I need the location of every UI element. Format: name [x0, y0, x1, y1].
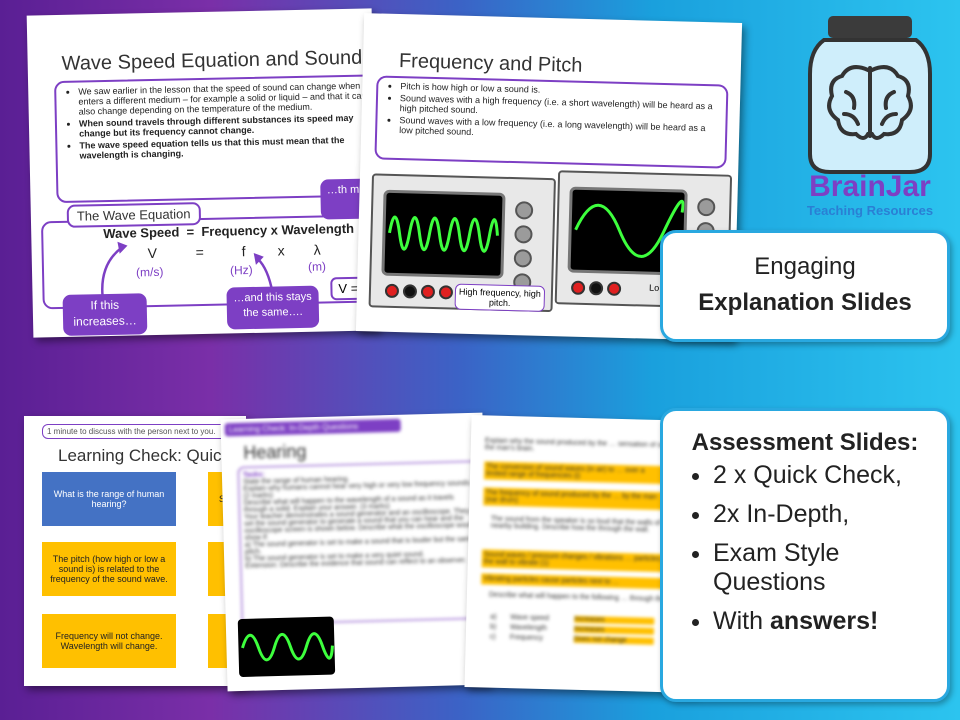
knob	[697, 197, 716, 217]
callout-heading: Assessment Slides:	[691, 429, 919, 456]
brain-jar-icon	[808, 16, 932, 174]
screen	[567, 186, 688, 276]
led-black	[588, 281, 604, 296]
slide-frequency-pitch: Frequency and Pitch Pitch is how high or…	[355, 13, 743, 341]
exam-line: Describe what will happen to the followi…	[488, 591, 684, 604]
knob	[514, 225, 533, 244]
row-quantity: Wave speed	[510, 614, 550, 623]
answer-table: a) Wave speed Increases b) Wavelength In…	[490, 614, 671, 646]
exam-answer: The conversion of sound waves (in air) t…	[483, 461, 669, 485]
caption-low: Lo	[649, 282, 660, 293]
row-answer: Increases	[574, 615, 655, 625]
slide-title: Hearing	[243, 441, 307, 463]
slide-quick-check: 1 minute to discuss with the person next…	[24, 416, 246, 686]
exam-answer: Vibrating particles cause particles next…	[481, 573, 676, 590]
oscilloscope-high	[368, 173, 556, 313]
exam-answer: The frequency of sound produced by the ……	[483, 487, 668, 511]
screen	[381, 189, 506, 279]
assessment-item-answers: With answers!	[713, 607, 960, 636]
exam-line: Explain why the sound produced by the … …	[484, 437, 685, 453]
wave-icon	[241, 632, 334, 662]
assessment-item: 2x In-Depth,	[713, 500, 960, 529]
exam-answer: Sound waves / pressure changes / vibrati…	[481, 549, 677, 573]
note-stays-same: …and this stays the same….	[226, 285, 320, 330]
bullet-box: Pitch is how high or low a sound is. Sou…	[374, 75, 729, 169]
row-quantity: Wavelength	[509, 624, 547, 633]
table-row: c) Frequency Does not change	[490, 634, 670, 646]
oscilloscope-low	[554, 170, 733, 309]
led-red	[570, 280, 586, 295]
callout-assessment: Assessment Slides: 2 x Quick Check, 2x I…	[660, 408, 950, 702]
card-question: What is the range of human hearing?	[42, 472, 176, 526]
caption-high: High frequency, high pitch.	[454, 283, 546, 312]
low-frequency-wave-icon	[574, 199, 685, 258]
answers-prefix: With	[713, 607, 770, 635]
slide-title: Frequency and Pitch	[398, 50, 583, 77]
led-red	[438, 285, 454, 300]
led-red	[606, 281, 622, 296]
task-box: Tasks: State the range of human hearing.…	[237, 460, 486, 625]
brand-tagline: Teaching Resources	[806, 203, 934, 218]
row-quantity: Frequency	[509, 634, 543, 642]
row-answer: Increases	[573, 625, 655, 635]
card-answer: The pitch (how high or low a sound is) i…	[42, 542, 176, 596]
card-answer: Frequency will not change. Wavelength wi…	[42, 614, 176, 668]
assessment-list: 2 x Quick Check, 2x In-Depth, Exam Style…	[685, 461, 960, 646]
brand-name: BrainJar	[809, 170, 931, 203]
slide-wave-speed: Wave Speed Equation and Sound We saw ear…	[26, 8, 379, 338]
brainjar-logo: BrainJar Teaching Resources	[790, 10, 950, 220]
arrows	[101, 241, 274, 297]
callout-line1: Engaging	[754, 253, 856, 280]
answers-bold: answers!	[769, 607, 879, 635]
row-label: c)	[489, 633, 496, 641]
equation-tab: The Wave Equation	[66, 202, 201, 228]
row-label: b)	[489, 623, 497, 631]
led-black	[402, 284, 418, 299]
knob	[514, 201, 534, 220]
slide-header: Learning Check: In-Depth Questions	[224, 418, 401, 437]
assessment-item: Exam Style Questions	[713, 539, 863, 597]
knob	[513, 249, 533, 268]
oscilloscope-screen	[237, 616, 336, 678]
slide-title: Learning Check: Quick	[58, 446, 230, 465]
note-increases: If this increases…	[62, 293, 148, 336]
top-note: 1 minute to discuss with the person next…	[42, 424, 246, 439]
callout-line2: Explanation Slides	[698, 289, 912, 316]
callout-explanation: Engaging Explanation Slides	[660, 230, 950, 342]
assessment-item: 2 x Quick Check,	[713, 461, 960, 490]
led-red	[384, 283, 400, 299]
slide-in-depth: Learning Check: In-Depth Questions Heari…	[220, 412, 490, 692]
led-red	[420, 284, 436, 300]
exam-line: The sound from the speaker is so loud th…	[490, 515, 667, 534]
row-label: a)	[490, 613, 497, 621]
high-frequency-wave-icon	[388, 215, 499, 253]
row-answer: Does not change	[573, 635, 654, 645]
